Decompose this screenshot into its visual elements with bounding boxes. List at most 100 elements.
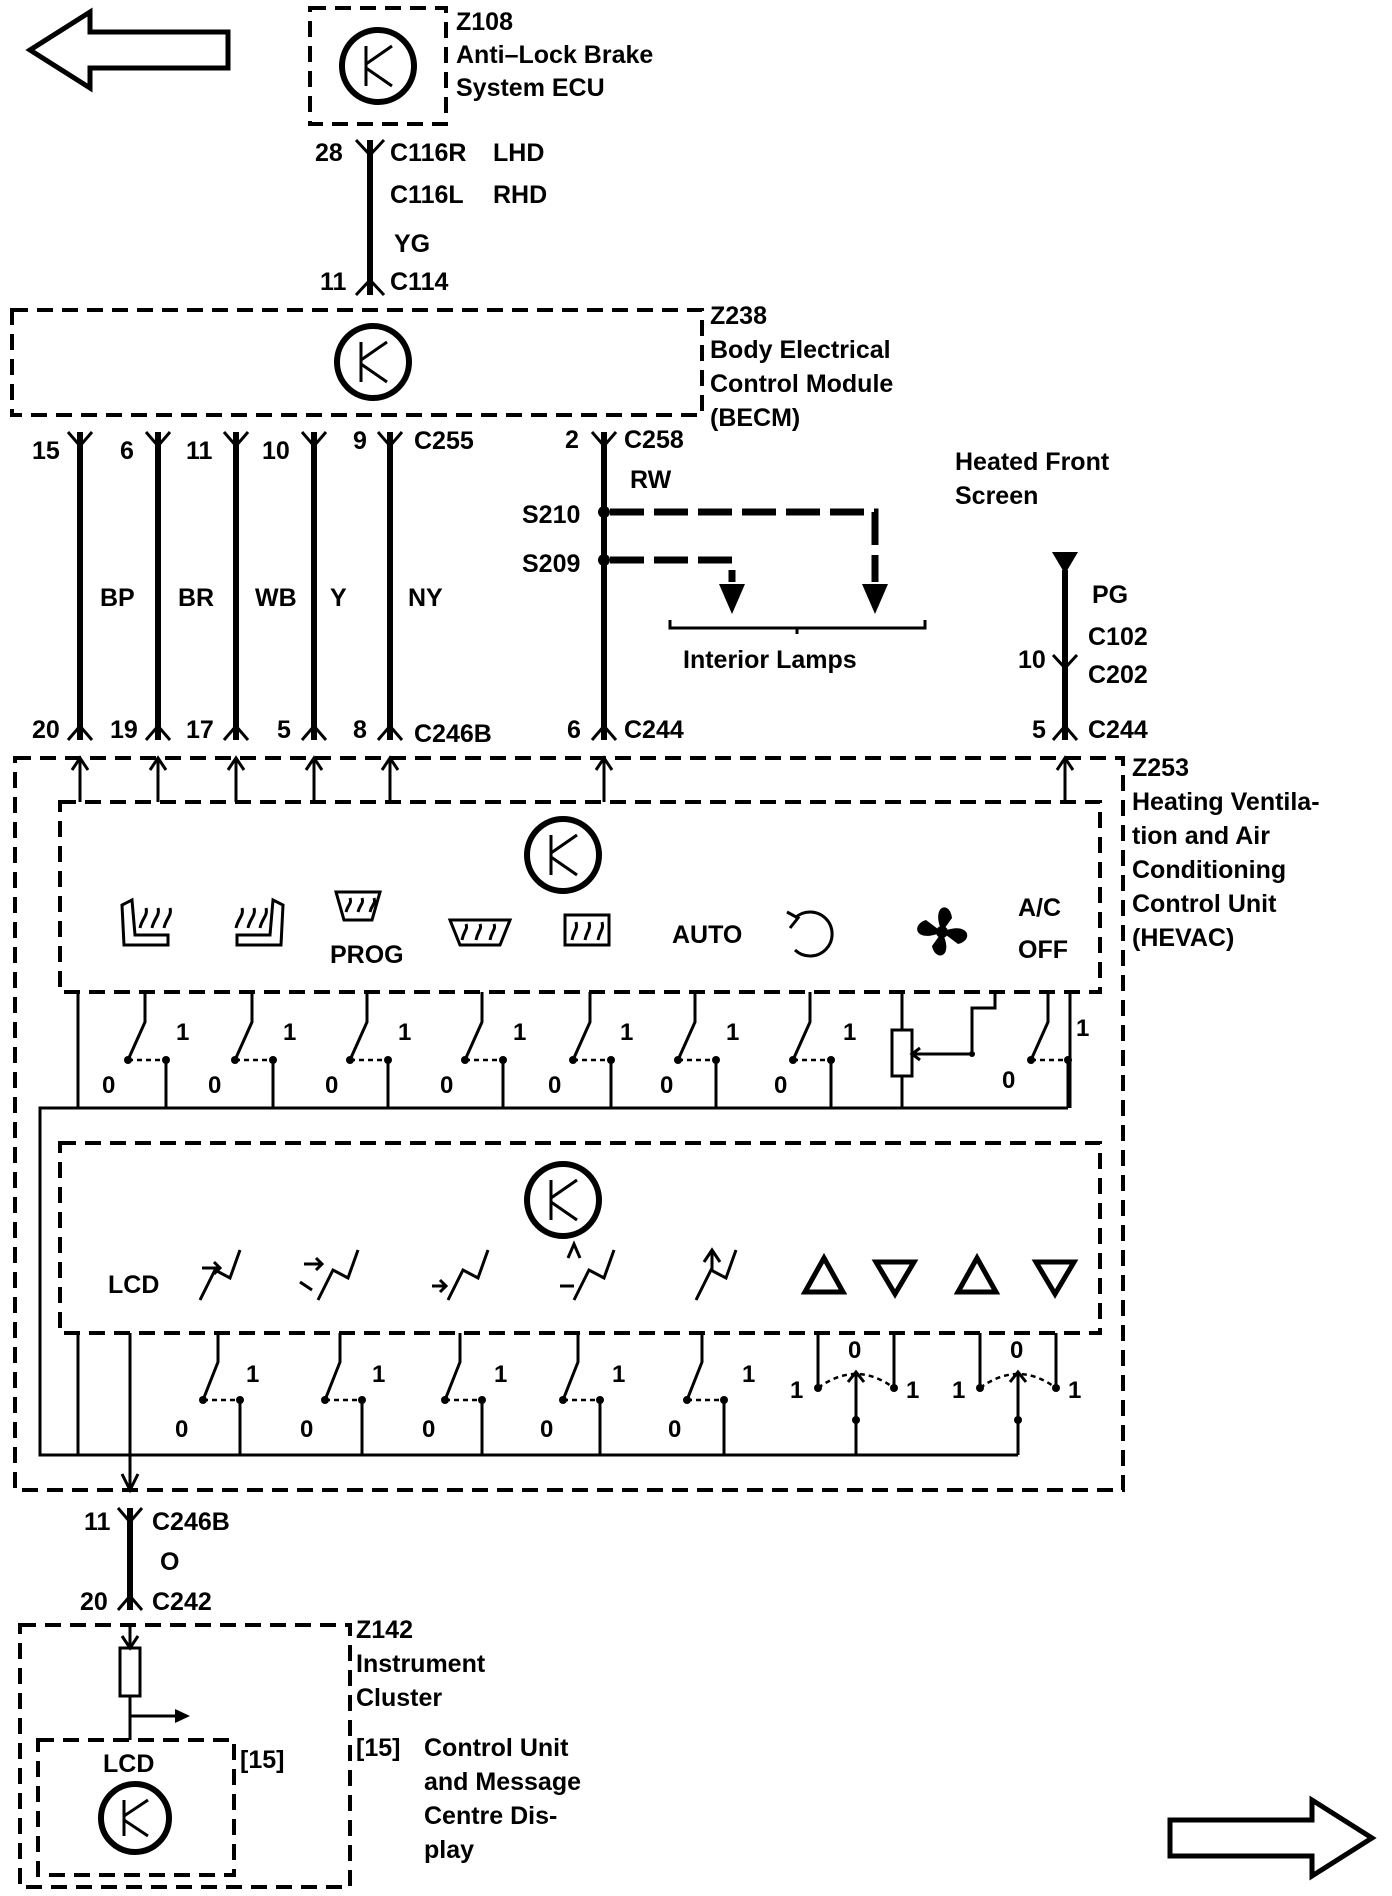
wire-color-pg: PG [1092, 581, 1128, 609]
switch-state-1: 1 [726, 1019, 739, 1046]
ecu-symbol-icon [339, 27, 417, 105]
sub15-name-line2: and Message [424, 1768, 581, 1796]
splice-s210: S210 [522, 501, 580, 529]
z142-name-line2: Cluster [356, 1684, 442, 1712]
hevac-lcd-label: LCD [108, 1271, 159, 1299]
c258-pin-2: 2 [565, 426, 579, 454]
wire-bp [66, 431, 94, 741]
switch-state-1: 1 [513, 1019, 526, 1046]
temp-up-left-icon[interactable] [800, 1252, 848, 1295]
ecu-symbol-icon [98, 1781, 172, 1855]
switch-state-0: 0 [774, 1072, 787, 1099]
c246b-lower-pin-11: 11 [84, 1508, 111, 1536]
c242-pin-20: 20 [80, 1588, 108, 1616]
connector-c244-mid: C244 [624, 716, 684, 744]
windscreen-heat-icon [447, 918, 513, 947]
interior-lamps-label: Interior Lamps [683, 646, 857, 674]
off-label: OFF [1018, 936, 1068, 964]
upper-switch-row: 0 1 0 1 0 1 0 1 [76, 992, 1089, 1110]
pin-28: 28 [315, 139, 343, 167]
connector-c116l: C116L [390, 181, 464, 209]
c255-pin-10: 10 [262, 437, 290, 465]
switch-state-1: 1 [1068, 1377, 1081, 1404]
z238-box [10, 308, 704, 417]
c255-pin-11: 11 [186, 437, 213, 465]
wire-color-rw: RW [630, 466, 672, 494]
control-unit-message-display-box [36, 1738, 236, 1877]
splice-s209: S209 [522, 550, 580, 578]
wire-color-wb: WB [255, 584, 297, 612]
switch-state-1: 1 [906, 1377, 919, 1404]
arrow-down-icon [719, 584, 745, 614]
temp-rocker-left: 0 1 1 [790, 1333, 919, 1455]
switch-2: 0 1 [208, 992, 296, 1108]
hevac-upper-panel [58, 800, 1102, 994]
c246b-pin-8: 8 [353, 716, 367, 744]
arrow-down-icon [862, 584, 888, 614]
c246b-pin-19: 19 [110, 716, 138, 744]
temp-up-right-icon[interactable] [953, 1252, 1001, 1295]
z142-instrument-cluster: Z142 Instrument Cluster LCD [15] [15] Co… [18, 1616, 581, 1889]
switch-4: 0 1 [440, 992, 526, 1108]
airflow-face-feet-icon [299, 1249, 360, 1301]
wire-pg: Heated Front Screen PG C102 10 C202 5 C2… [955, 448, 1148, 744]
z253-name-line1: Heating Ventila- [1132, 788, 1320, 816]
z108-name-line2: System ECU [456, 74, 605, 102]
connector-c255: C255 [414, 427, 474, 455]
z238-becm: Z238 Body Electrical Control Module (BEC… [10, 302, 893, 432]
switch-state-1: 1 [843, 1019, 856, 1046]
switch-3: 0 1 [325, 992, 411, 1108]
z253-hevac: Z253 Heating Ventila- tion and Air Condi… [13, 754, 1320, 1492]
wire-color-o: O [160, 1548, 179, 1576]
switch-state-0: 0 [175, 1416, 188, 1443]
switch-state-1: 1 [246, 1361, 259, 1388]
temp-down-left-icon[interactable] [871, 1259, 919, 1299]
temp-down-right-icon[interactable] [1031, 1259, 1079, 1299]
switch-state-0: 0 [102, 1072, 115, 1099]
z253-name-line5: (HEVAC) [1132, 924, 1234, 952]
c246b-pin-17: 17 [186, 716, 214, 744]
connector-c246b-top: C246B [414, 720, 492, 748]
z253-name-line3: Conditioning [1132, 856, 1286, 884]
heated-front-screen-line2: Screen [955, 482, 1038, 510]
hevac-input-arrows [70, 755, 1075, 802]
switch-state-0: 0 [540, 1416, 553, 1443]
c255-pin-6: 6 [120, 437, 134, 465]
becm-hevac-wires: 15 6 11 10 9 C255 BP BR WB Y NY 20 19 17… [32, 427, 492, 748]
z253-outer-box [13, 756, 1125, 1492]
c246b-pin-20: 20 [32, 716, 60, 744]
heated-seat-left-icon [120, 897, 172, 947]
prev-page-arrow[interactable] [25, 7, 231, 93]
wire-br [144, 431, 172, 741]
switch-state-0: 0 [1010, 1337, 1023, 1364]
switch-state-0: 0 [660, 1072, 673, 1099]
arrow-left-icon [175, 1709, 190, 1723]
wire-color-y: Y [330, 584, 347, 612]
switch-state-1: 1 [398, 1019, 411, 1046]
z108-name-line1: Anti–Lock Brake [456, 41, 653, 69]
wire-yg: 28 C116R LHD C116L RHD YG 11 C114 [315, 138, 547, 297]
z253-name-line4: Control Unit [1132, 890, 1277, 918]
sub15-name-line4: play [424, 1836, 474, 1864]
ecu-symbol-icon [524, 1161, 602, 1239]
recirculation-icon [786, 910, 834, 958]
c102-pin-10: 10 [1018, 646, 1046, 674]
lower-switch-row: 0 1 0 1 0 1 0 1 [76, 1333, 1081, 1490]
arrow-down-icon [1052, 552, 1078, 574]
lhd-label: LHD [493, 139, 544, 167]
prog-label: PROG [330, 941, 404, 969]
switch-state-1: 1 [494, 1361, 507, 1388]
z142-id: Z142 [356, 1616, 413, 1644]
z253-id: Z253 [1132, 754, 1189, 782]
airflow-feet-icon [432, 1249, 490, 1301]
rhd-label: RHD [493, 181, 547, 209]
c244-mid-pin-6: 6 [567, 716, 581, 744]
c255-pin-15: 15 [32, 437, 60, 465]
z142-name-line1: Instrument [356, 1650, 486, 1678]
c244-right-pin-5: 5 [1032, 716, 1046, 744]
next-page-arrow[interactable] [1167, 1795, 1377, 1881]
wire-color-br: BR [178, 584, 214, 612]
connector-c102: C102 [1088, 623, 1148, 651]
wire-ny [376, 431, 404, 741]
fan-speed-potentiometer [890, 992, 997, 1108]
